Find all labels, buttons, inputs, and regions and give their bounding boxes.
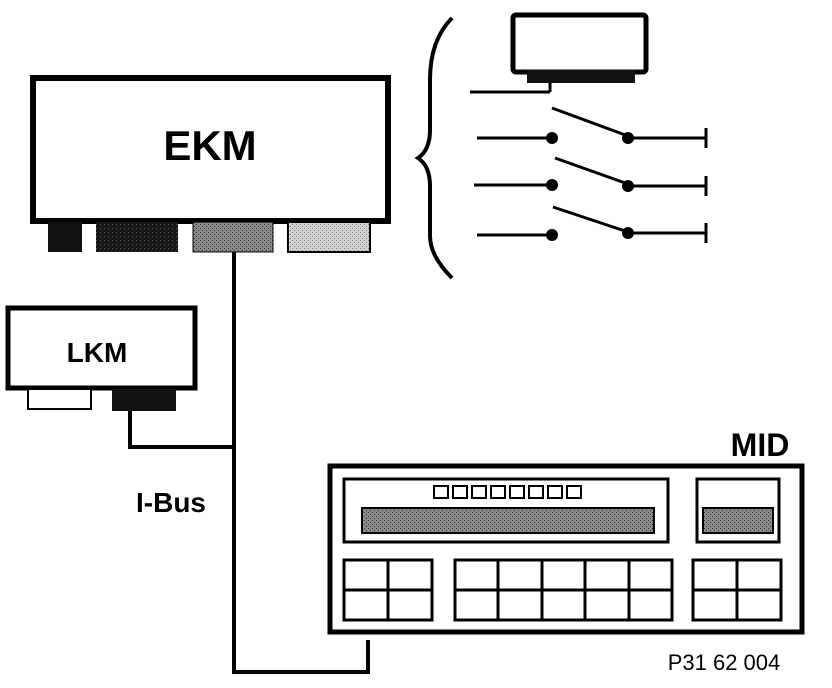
- ekm-module: EKM: [30, 75, 391, 253]
- mid-left-buttons: [342, 558, 434, 622]
- figure-reference: P31 62 004: [668, 650, 781, 675]
- ekm-label: EKM: [163, 122, 256, 169]
- sensor-body: [510, 12, 649, 75]
- ekm-connector-1: [48, 222, 82, 252]
- switch-2: [474, 156, 708, 196]
- ekm-connector-3: [192, 221, 274, 253]
- sensor-connector: [527, 70, 635, 83]
- mid-unit: MID: [327, 427, 805, 635]
- ibus-line-lkm: [128, 411, 234, 449]
- mid-center-buttons: [453, 558, 674, 622]
- lkm-connector-2: [112, 389, 176, 411]
- switch-1: [477, 106, 708, 148]
- ekm-body: [30, 75, 391, 224]
- mid-main-display: [361, 507, 655, 534]
- mid-secondary-display: [702, 507, 774, 534]
- ibus-line-ekm: [232, 252, 370, 674]
- ekm-connector-2: [96, 222, 178, 252]
- mid-indicator-row: [433, 485, 582, 499]
- ibus-wiring: I-Bus: [128, 252, 370, 674]
- lkm-body: [5, 305, 198, 391]
- mid-right-buttons: [691, 558, 783, 622]
- ibus-label: I-Bus: [136, 487, 206, 518]
- ekm-connector-4: [287, 221, 371, 253]
- lkm-label: LKM: [67, 337, 128, 368]
- inputs-brace: [414, 16, 454, 280]
- mid-label: MID: [731, 427, 790, 463]
- lkm-module: LKM: [5, 305, 198, 411]
- lkm-connector-1: [27, 388, 92, 410]
- sensor-device: [470, 12, 649, 94]
- switch-3: [477, 205, 708, 243]
